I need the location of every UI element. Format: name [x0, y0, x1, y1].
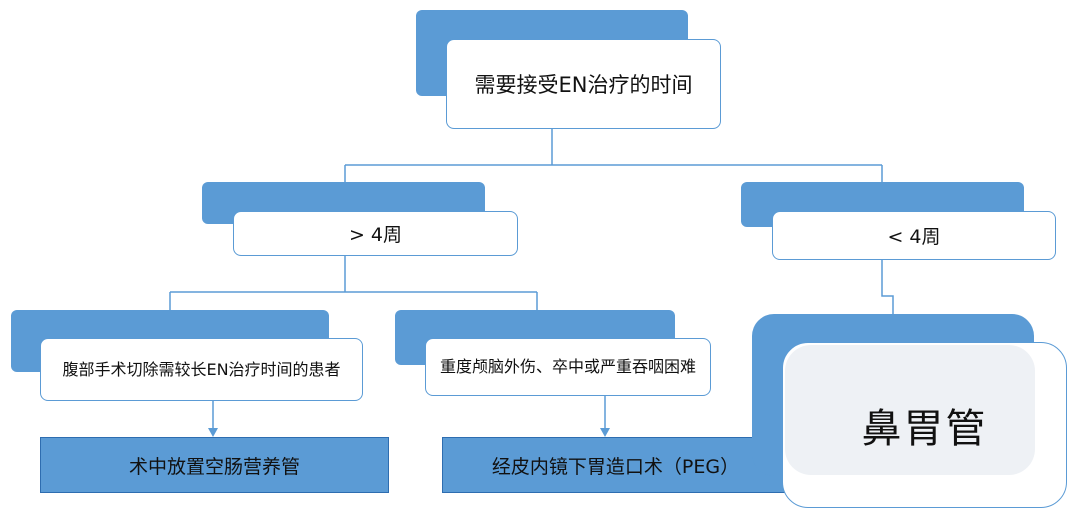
- result-peg-label: 经皮内镜下胃造口术（PEG）: [491, 455, 740, 478]
- branch-long-label: > 4周: [348, 224, 403, 246]
- result-nasogastric-node: 鼻胃管: [782, 342, 1067, 508]
- result-nasogastric-label: 鼻胃管: [861, 406, 988, 452]
- result-nasogastric-inner: [785, 345, 1035, 475]
- root-node-label: 需要接受EN治疗的时间: [474, 73, 693, 97]
- result-jejunal-label: 术中放置空肠营养管: [128, 455, 300, 478]
- branch-long-node: > 4周: [233, 211, 518, 256]
- result-peg-node: 经皮内镜下胃造口术（PEG）: [442, 437, 789, 493]
- condition-brain-label: 重度颅脑外伤、卒中或严重吞咽困难: [440, 357, 697, 376]
- condition-surgery-node: 腹部手术切除需较长EN治疗时间的患者: [40, 338, 363, 401]
- branch-short-node: < 4周: [772, 211, 1056, 260]
- branch-short-label: < 4周: [887, 226, 941, 248]
- condition-surgery-label: 腹部手术切除需较长EN治疗时间的患者: [62, 359, 341, 379]
- condition-brain-node: 重度颅脑外伤、卒中或严重吞咽困难: [425, 338, 711, 396]
- result-jejunal-node: 术中放置空肠营养管: [40, 437, 389, 493]
- root-node: 需要接受EN治疗的时间: [446, 39, 721, 129]
